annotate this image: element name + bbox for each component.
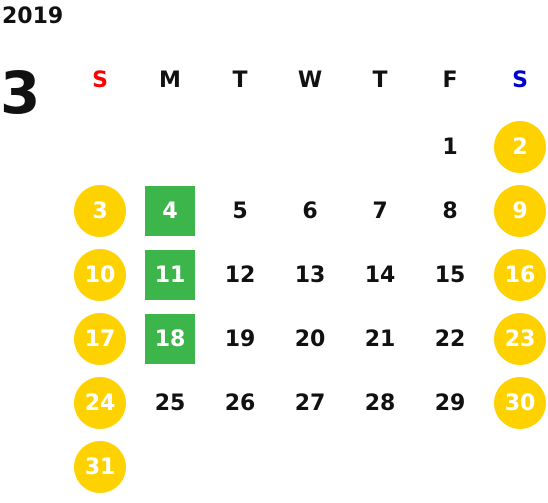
day-cell[interactable]: 4 <box>135 179 205 243</box>
day-cell[interactable]: 13 <box>275 243 345 307</box>
day-cell[interactable]: 2 <box>485 115 548 179</box>
day-cell[interactable]: 19 <box>205 307 275 371</box>
day-cell[interactable]: 22 <box>415 307 485 371</box>
day-cell <box>135 435 205 499</box>
day-number: 13 <box>294 262 326 288</box>
day-cell <box>275 435 345 499</box>
day-number: 6 <box>302 198 318 224</box>
day-cell[interactable]: 9 <box>485 179 548 243</box>
day-cell[interactable]: 16 <box>485 243 548 307</box>
weekday-header: M <box>159 67 181 93</box>
weekday-header: S <box>512 67 528 93</box>
day-cell <box>345 115 415 179</box>
day-cell[interactable]: 24 <box>65 371 135 435</box>
day-number: 15 <box>434 262 466 288</box>
day-cell[interactable]: 5 <box>205 179 275 243</box>
day-cell[interactable]: 7 <box>345 179 415 243</box>
day-cell[interactable]: 29 <box>415 371 485 435</box>
day-cell[interactable]: 31 <box>65 435 135 499</box>
day-cell[interactable]: 21 <box>345 307 415 371</box>
day-cell[interactable]: 14 <box>345 243 415 307</box>
day-cell[interactable]: 18 <box>135 307 205 371</box>
day-number: 21 <box>364 326 396 352</box>
day-cell[interactable]: 23 <box>485 307 548 371</box>
day-number: 22 <box>434 326 466 352</box>
day-cell[interactable]: 10 <box>65 243 135 307</box>
day-cell[interactable]: 1 <box>415 115 485 179</box>
day-number: 7 <box>372 198 388 224</box>
day-number: 1 <box>442 134 458 160</box>
day-cell <box>415 435 485 499</box>
day-cell <box>275 115 345 179</box>
day-number: 14 <box>364 262 396 288</box>
weekday-header: T <box>372 67 388 93</box>
highlighted-day-number: 4 <box>145 186 195 236</box>
weekend-day-number: 16 <box>494 249 546 301</box>
day-cell[interactable]: 6 <box>275 179 345 243</box>
weekday-header: T <box>232 67 248 93</box>
day-number: 5 <box>232 198 248 224</box>
weekend-day-number: 23 <box>494 313 546 365</box>
highlighted-day-number: 18 <box>145 314 195 364</box>
day-cell[interactable]: 25 <box>135 371 205 435</box>
day-cell[interactable]: 30 <box>485 371 548 435</box>
weekend-day-number: 3 <box>74 185 126 237</box>
weekend-day-number: 10 <box>74 249 126 301</box>
month-label: 3 <box>0 59 41 127</box>
day-number: 28 <box>364 390 396 416</box>
day-number: 26 <box>224 390 256 416</box>
day-cell[interactable]: 11 <box>135 243 205 307</box>
weekend-day-number: 30 <box>494 377 546 429</box>
day-cell <box>65 115 135 179</box>
day-number: 29 <box>434 390 466 416</box>
day-number: 25 <box>154 390 186 416</box>
weekday-header: W <box>297 67 323 93</box>
weekday-header: F <box>442 67 458 93</box>
day-cell[interactable]: 20 <box>275 307 345 371</box>
highlighted-day-number: 11 <box>145 250 195 300</box>
day-number: 20 <box>294 326 326 352</box>
day-cell <box>135 115 205 179</box>
weekend-day-number: 9 <box>494 185 546 237</box>
day-number: 19 <box>224 326 256 352</box>
weekend-day-number: 24 <box>74 377 126 429</box>
day-cell <box>205 115 275 179</box>
day-number: 12 <box>224 262 256 288</box>
day-number: 27 <box>294 390 326 416</box>
day-cell[interactable]: 26 <box>205 371 275 435</box>
weekend-day-number: 2 <box>494 121 546 173</box>
day-cell <box>485 435 548 499</box>
weekday-header: S <box>92 67 108 93</box>
day-cell[interactable]: 27 <box>275 371 345 435</box>
day-cell[interactable]: 17 <box>65 307 135 371</box>
day-cell[interactable]: 28 <box>345 371 415 435</box>
day-cell[interactable]: 12 <box>205 243 275 307</box>
day-number: 8 <box>442 198 458 224</box>
day-cell[interactable]: 15 <box>415 243 485 307</box>
year-label: 2019 <box>2 4 64 29</box>
weekend-day-number: 17 <box>74 313 126 365</box>
weekend-day-number: 31 <box>74 441 126 493</box>
day-cell[interactable]: 3 <box>65 179 135 243</box>
day-cell <box>205 435 275 499</box>
day-cell[interactable]: 8 <box>415 179 485 243</box>
day-cell <box>345 435 415 499</box>
